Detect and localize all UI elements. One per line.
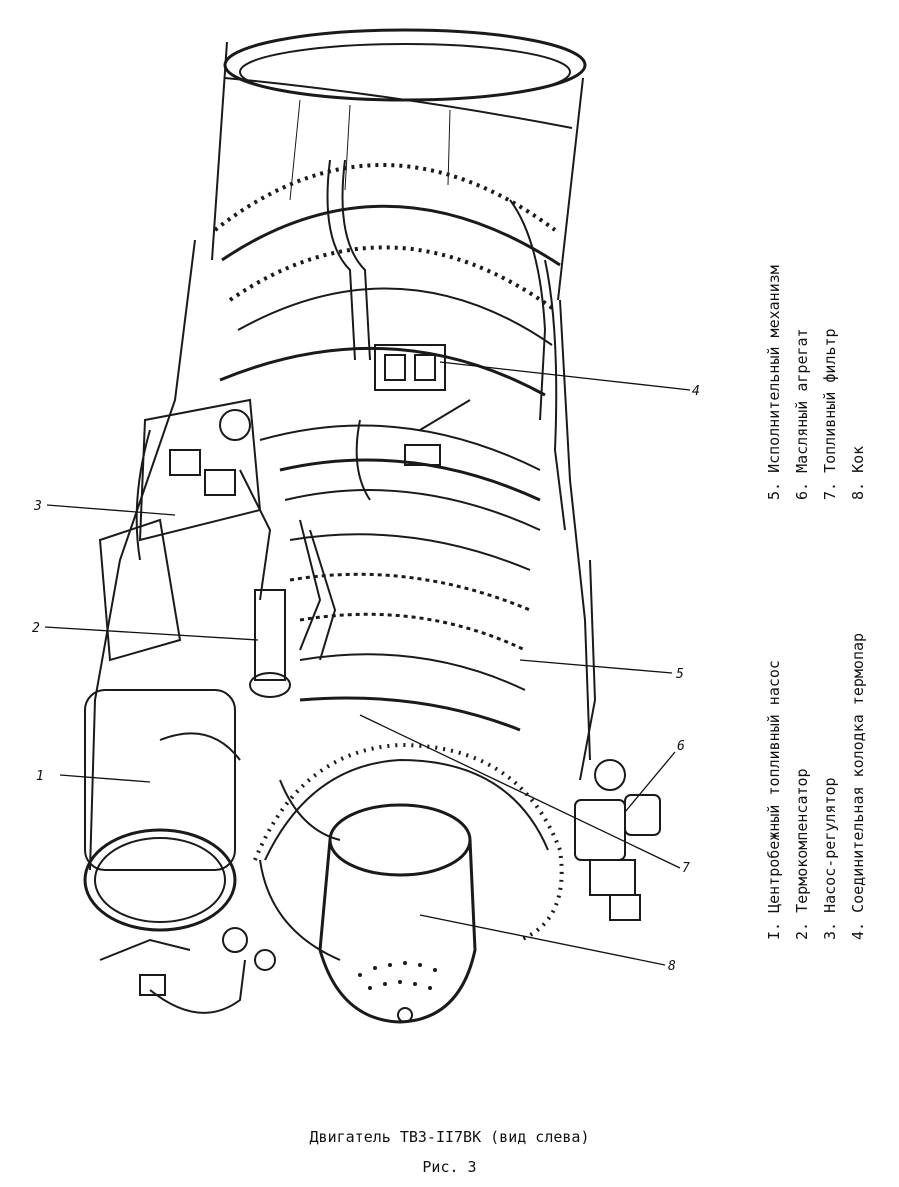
callout-2: 2 — [32, 621, 40, 636]
centrifugal-fuel-pump — [83, 689, 241, 932]
callout-7: 7 — [682, 861, 690, 876]
pipework — [135, 159, 597, 1014]
fuel-filter — [589, 859, 641, 921]
bottom-fittings — [99, 927, 276, 996]
mounting-flange — [253, 742, 564, 961]
legend-item-6: 6. Масляный агрегат — [793, 328, 811, 500]
thermocompensator — [249, 589, 291, 698]
legend-item-4: 4. Соединительная колодка термопар — [849, 632, 867, 940]
callout-8: 8 — [668, 959, 676, 974]
exhaust-duct — [211, 28, 587, 301]
thermocouple-junction-box — [374, 344, 446, 466]
legend-left: I. Центробежный топливный насос 2. Термо… — [760, 632, 899, 940]
callout-6: 6 — [677, 739, 685, 754]
callout-5: 5 — [676, 667, 684, 682]
nose-cone — [318, 803, 477, 1024]
legend-item-1: I. Центробежный топливный насос — [765, 660, 783, 940]
engine-body — [89, 239, 591, 871]
figure-number: Рис. 3 — [422, 1158, 477, 1176]
legend-item-2: 2. Термокомпенсатор — [793, 768, 811, 940]
legend-item-7: 7. Топливный фильтр — [821, 328, 839, 500]
leader-lines — [44, 361, 691, 966]
legend-item-8: 8. Кок — [849, 445, 867, 500]
callout-1: 1 — [36, 769, 44, 784]
oil-unit — [574, 759, 661, 861]
legend-right: 5. Исполнительный механизм 6. Масляный а… — [760, 200, 899, 500]
legend-item-3: 3. Насос-регулятор — [821, 777, 839, 940]
callout-3: 3 — [33, 499, 42, 514]
pump-regulator — [98, 398, 262, 662]
callout-4: 4 — [692, 384, 700, 399]
figure-caption: Двигатель ТВ3-II7ВК (вид слева) — [309, 1128, 590, 1146]
legend-item-5: 5. Исполнительный механизм — [765, 265, 783, 500]
flange-rings — [213, 163, 561, 346]
